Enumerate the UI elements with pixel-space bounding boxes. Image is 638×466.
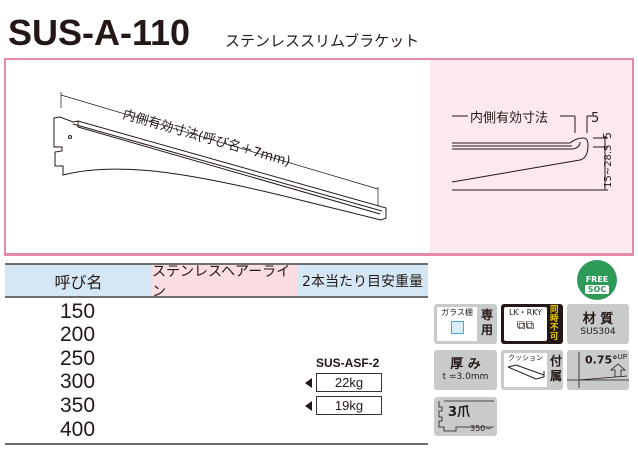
cushion-label: クッション — [508, 354, 543, 362]
size-value: 400 — [60, 418, 96, 441]
product-subtitle: ステンレススリムブラケット — [225, 32, 420, 50]
header-bottom-rule — [5, 296, 428, 298]
free-soc-logo: FREE SOC — [577, 260, 617, 300]
header-nominal-size: 呼び名 — [5, 265, 152, 297]
load-value: 22kg — [316, 373, 382, 392]
free-soc-bottom: SOC — [585, 285, 609, 294]
table-bottom-rule — [5, 443, 428, 445]
detail-panel — [430, 60, 632, 253]
material-value: SUS304 — [580, 327, 616, 337]
angle-unit: UP — [617, 353, 627, 361]
material-badge: 材 質 SUS304 — [567, 304, 629, 344]
thickness-value: t =3.0mm — [442, 372, 489, 382]
bracket-drawing: 内側有効寸法(呼び名＋7mm) — [53, 92, 387, 221]
rail-icon: ⧉⧉ — [516, 318, 535, 332]
size-value: 300 — [60, 370, 96, 393]
glass-shelf-label: ガラス棚 — [441, 308, 473, 317]
table-top-rule — [5, 263, 428, 265]
thickness-badge: 厚 み t =3.0mm — [434, 350, 497, 390]
pointer-triangle-icon — [305, 401, 312, 411]
glass-shelf-badge: ガラス棚 専用 — [434, 304, 497, 344]
lk-rky-text: 同時不可 — [550, 305, 559, 342]
diagram-frame — [4, 58, 634, 256]
header-weight: 2本当たり目安重量 — [297, 265, 428, 297]
product-title: SUS-A-110 — [8, 12, 191, 53]
size-value: 150 — [60, 300, 96, 323]
claw-icon — [438, 400, 494, 432]
angle-badge: 0.75°UP — [567, 350, 629, 390]
dim-5-vertical: 5 — [601, 132, 614, 139]
pointer-triangle-icon — [305, 378, 312, 388]
lk-rky-badge: LK・RKY ⧉⧉ 同時不可 — [501, 304, 563, 344]
model-code: SUS-ASF-2 — [316, 356, 380, 370]
size-value: 200 — [60, 323, 96, 346]
section-drawing: 内側有効寸法 5 5 15~28.5 — [451, 110, 614, 191]
size-value: 350 — [60, 394, 96, 417]
section-dimension-label: 内側有効寸法 — [470, 110, 548, 126]
claw-title: 3爪 — [448, 405, 471, 420]
free-soc-top: FREE — [585, 275, 609, 284]
thickness-title: 厚 み — [450, 357, 481, 372]
size-value: 250 — [60, 347, 96, 370]
claw-value: 350~ — [470, 424, 492, 433]
header-hairline: ステンレスヘアーライン — [152, 264, 297, 300]
angle-up-icon — [567, 352, 629, 388]
cushion-icon — [507, 364, 545, 380]
three-claw-badge: 3爪 350~ — [434, 397, 497, 436]
glass-icon — [450, 321, 464, 334]
lk-rky-label: LK・RKY — [508, 308, 543, 317]
cushion-badge: クッション 付属 — [501, 350, 563, 390]
glass-shelf-text: 専用 — [481, 308, 494, 337]
dim-range: 15~28.5 — [603, 145, 614, 188]
cushion-text: 付属 — [550, 354, 563, 383]
material-title: 材 質 — [582, 312, 614, 327]
load-value: 19kg — [316, 396, 382, 415]
dim-5-horizontal: 5 — [591, 111, 599, 126]
angle-value: 0.75° — [585, 353, 618, 367]
